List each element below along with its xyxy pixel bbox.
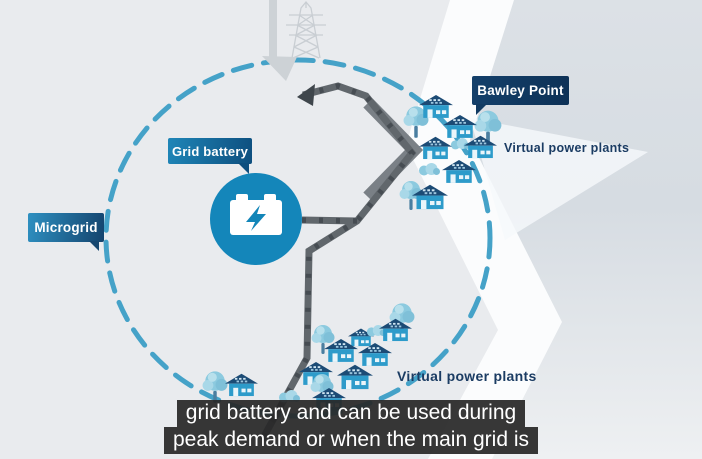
house-icon [419, 94, 453, 118]
battery-icon [210, 173, 302, 265]
house-icon [419, 136, 452, 160]
virtual-power-plants-label-bottom: Virtual power plants [397, 368, 537, 384]
house-icon [337, 364, 373, 390]
subtitle-line-2-text: peak demand or when the main grid is [163, 427, 539, 454]
grid-feed-arrow-icon [262, 0, 297, 81]
subtitle-line-1: grid battery and can be used during [0, 400, 702, 427]
bush-icon [419, 163, 440, 176]
microgrid-label: Microgrid [28, 213, 104, 251]
subtitle-block: grid battery and can be used during peak… [0, 400, 702, 454]
tree-icon [202, 371, 228, 403]
virtual-power-plants-label-top: Virtual power plants [504, 141, 630, 155]
house-icon [464, 135, 497, 159]
subtitle-line-2: peak demand or when the main grid is [0, 427, 702, 454]
house-icon [225, 373, 258, 397]
bawley-point-label: Bawley Point [472, 76, 569, 115]
bawley-point-label-text: Bawley Point [477, 83, 564, 98]
bush-icon [450, 138, 470, 150]
subtitle-line-1-text: grid battery and can be used during [176, 400, 526, 427]
transmission-tower-icon [286, 0, 326, 59]
lightning-bolt-icon [246, 205, 266, 231]
house-icon [358, 342, 392, 366]
power-line [258, 82, 417, 442]
grid-battery-label: Grid battery [168, 138, 252, 174]
flow-arrow-icon [297, 84, 315, 106]
grid-battery-label-text: Grid battery [171, 143, 249, 159]
house-icon [443, 114, 477, 138]
microgrid-label-text: Microgrid [34, 220, 98, 235]
